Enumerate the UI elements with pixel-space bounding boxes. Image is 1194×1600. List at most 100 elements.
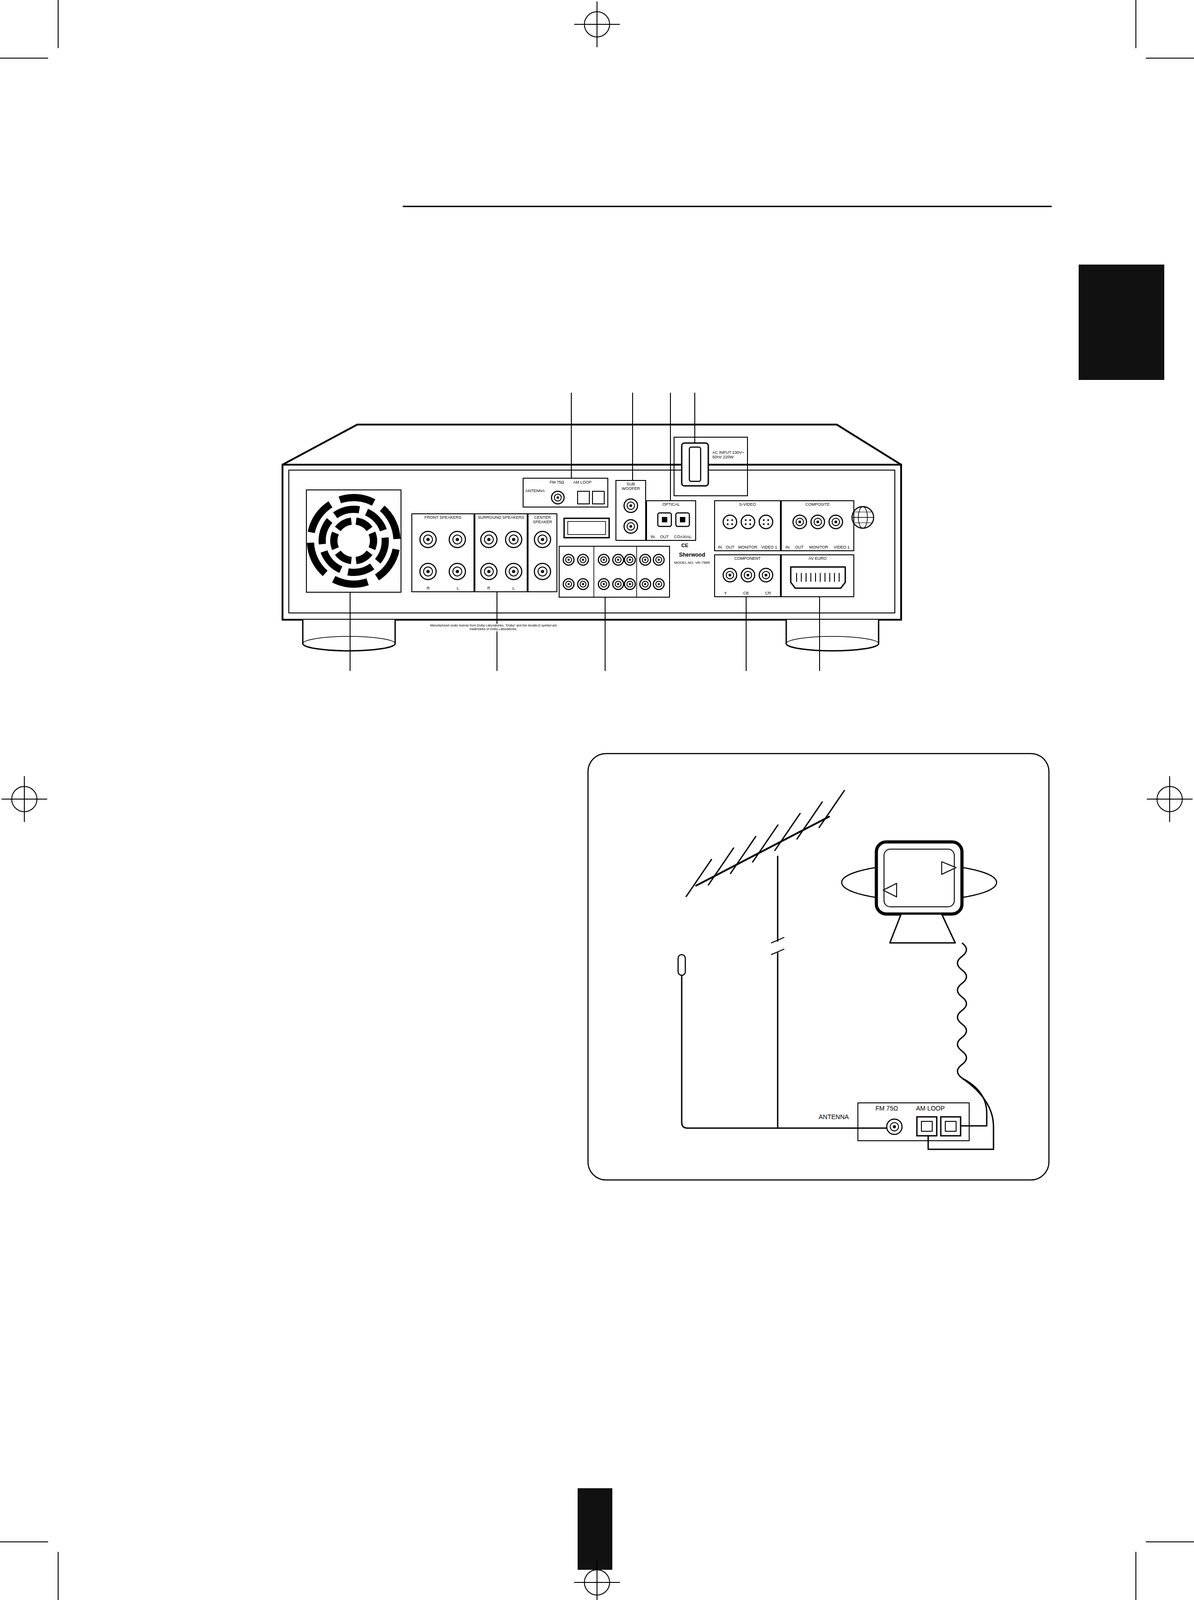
port-label: Y [724,590,727,596]
port-label-row: INOUTMONITORVIDEO 1 [782,544,853,550]
panel-label: AM LOOP [573,479,592,485]
ground-globe [853,522,872,523]
group-heading: S-VIDEO [738,501,756,507]
twisted-lead [957,942,967,1078]
rca-jack-pin [556,496,560,499]
ac-socket [681,442,709,486]
rca-jack-pin [511,569,515,573]
cable-break [771,937,784,943]
s-video-pin [767,519,770,521]
rca-jack-ring [814,518,822,526]
port-label: CR [765,590,771,596]
scart-pin [801,573,803,582]
fm-antenna-mast [777,952,779,1128]
fan-slot [306,542,328,576]
rca-jack [551,491,565,504]
fm-antenna-element [774,813,801,851]
rca-jack-ring [554,493,561,501]
group-heading-holder: CENTER SPEAKER [529,514,556,525]
rca-jack-pin [617,583,620,586]
scart-pin [829,573,831,582]
group-heading-holder: COMPOSITE [782,501,853,507]
am-terminal [940,1116,961,1136]
rca-jack-ring [762,571,771,579]
rca-jack-ring [600,580,607,587]
foot-edge [786,636,879,651]
panel-label: ANTENNA [525,488,545,493]
license-note: Manufactured under license from Dolby La… [428,623,559,632]
rear-panel [288,469,895,613]
fan-grille [306,489,402,593]
am-loop-antenna [884,848,955,907]
inset-frame [587,753,1049,1180]
fm-wire-antenna [678,954,686,976]
rca-jack-pin [426,537,430,541]
rca-jack [639,554,651,566]
port-label: IN [650,534,655,539]
leader-line [604,597,606,671]
cert-mark: CE [675,542,694,549]
am-loop-antenna [876,841,962,914]
connector-group: AC INPUT 230V~ 50Hz 220W [673,436,748,497]
port-label: VIDEO 1 [761,544,778,550]
rca-jack [577,578,589,590]
ground-globe [852,516,874,518]
rca-jack-pin [582,558,585,561]
rca-jack-pin [746,573,750,577]
rca-jack [598,578,610,590]
rca-jack-ring [579,556,586,563]
crop-mark [0,1540,48,1542]
rca-jack-pin [540,569,544,573]
port-label: VIDEO 1 [833,544,850,550]
rca-jack-ring [452,566,462,576]
rca-jack-pin [602,558,606,561]
rca-jack [624,519,638,534]
group-heading: SURROUND SPEAKERS [477,514,525,520]
leader-line [745,597,747,671]
rca-jack-ring [642,580,648,587]
rca-jack-ring [726,571,734,579]
s-video-pin [726,523,729,525]
port-label: IN [717,544,722,550]
leader-line [570,392,572,478]
foot [786,619,879,651]
rca-jack [639,578,651,590]
scart-pin [810,573,812,582]
rca-jack [480,563,497,580]
optical-port [675,512,690,527]
scart-pin [824,573,826,582]
port-label: OUT [725,544,735,550]
rca-jack [480,531,497,548]
group-heading: AV EURO [808,555,827,561]
optical-port-core [679,516,686,523]
rca-jack [598,554,610,566]
rca-jack [505,563,522,580]
scart-pin [815,573,816,582]
rca-jack [792,514,807,529]
fm-antenna-element [730,836,756,874]
rca-jack-pin [764,573,768,577]
page-number-block [577,1487,613,1570]
rca-jack [759,568,773,582]
port-label: COAXIAL [674,534,692,539]
fm-antenna-element [819,790,845,828]
group-heading-holder: AV EURO [782,555,853,561]
fan-slot [334,517,352,531]
rca-jack-pin [644,583,647,586]
port-label-row: RL [413,585,473,591]
rca-jack-ring [579,580,586,587]
leader-line [349,592,351,671]
connector-group: COMPOSITE INOUTMONITORVIDEO 1 [780,500,855,552]
crop-mark [1135,1551,1137,1600]
group-heading: FRONT SPEAKERS [424,514,462,520]
s-video-pin [744,519,747,521]
crop-mark [1146,1540,1194,1542]
rca-jack [624,498,638,513]
rca-jack-pin [628,583,632,586]
rca-jack [534,531,551,548]
scart-pin [796,573,798,582]
panel-label: AC INPUT 230V~ 50Hz 220W [712,450,747,460]
fan-slot [347,563,375,576]
rca-jack-pin [629,504,633,507]
